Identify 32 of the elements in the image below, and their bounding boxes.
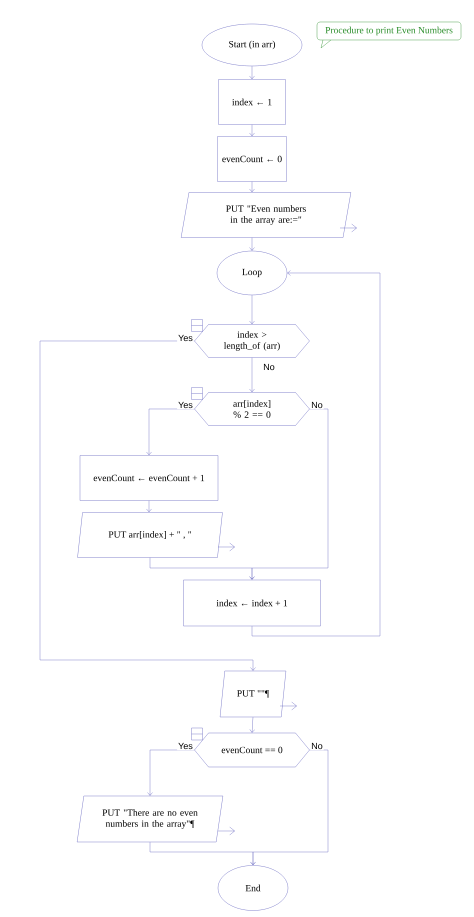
arrow: [146, 500, 152, 512]
arrow: [252, 270, 380, 636]
arrow: [146, 408, 194, 456]
edge-label: Yes: [177, 334, 194, 342]
output-parallelogram: PUT "There are no even numbers in the array"¶: [76, 796, 224, 842]
process-box: evenCount ← 0: [217, 136, 287, 182]
arrow: [150, 842, 256, 866]
arrow: [147, 750, 194, 796]
arrow: [250, 717, 255, 733]
decision-hexagon: index > length_of (arr): [194, 324, 310, 358]
note-callout: Procedure to print Even Numbers: [316, 22, 462, 48]
edge-label: No: [310, 742, 324, 750]
process-box: evenCount ← evenCount + 1: [80, 455, 218, 501]
arrow: [249, 238, 255, 251]
process-box: index ← 1: [218, 79, 286, 125]
output-parallelogram: PUT "Even numbers in the array are:=": [180, 192, 352, 238]
edge-label: No: [262, 362, 276, 372]
arrow: [249, 408, 328, 580]
decision-hexagon: arr[index] % 2 == 0: [194, 392, 310, 426]
edge-label: No: [310, 400, 324, 410]
arrow: [249, 66, 255, 80]
output-parallelogram: PUT arr[index] + " , ": [77, 512, 223, 558]
edge-label: Yes: [177, 400, 194, 410]
output-parallelogram: PUT ""¶: [220, 670, 286, 718]
arrow: [249, 182, 255, 192]
arrow: [40, 340, 256, 671]
arrow: [249, 358, 255, 392]
arrow: [249, 124, 255, 136]
decision-hexagon: evenCount == 0: [194, 732, 310, 768]
arrow: [249, 295, 255, 324]
process-box: index ← index + 1: [183, 580, 321, 626]
edge-label: Yes: [177, 742, 194, 750]
